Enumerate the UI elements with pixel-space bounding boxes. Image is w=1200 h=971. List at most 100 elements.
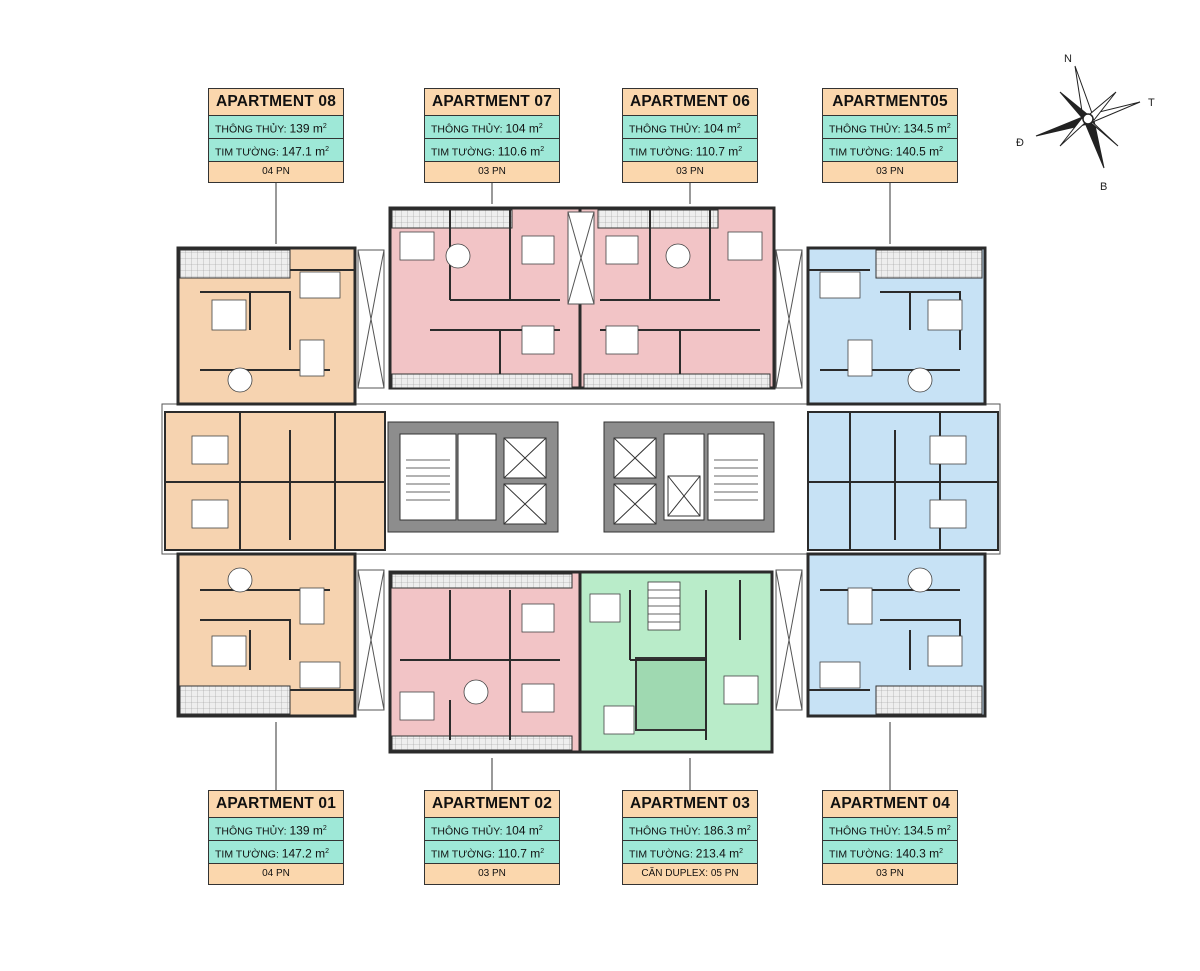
unit-sup: 2 bbox=[739, 848, 744, 855]
wall-area-row: TIM TƯỜNG: 147.1 m2 bbox=[209, 139, 343, 162]
compass-north-label: N bbox=[1064, 53, 1072, 65]
net-area-row: THÔNG THỦY: 139 m2 bbox=[209, 818, 343, 841]
apartment-title: APARTMENT 08 bbox=[209, 89, 343, 116]
net-area-row: THÔNG THỦY: 139 m2 bbox=[209, 116, 343, 139]
net-area-value: 186.3 m bbox=[703, 823, 747, 838]
wall-area-label: TIM TƯỜNG: bbox=[215, 848, 279, 861]
wall-area-value: 110.7 m bbox=[695, 144, 739, 159]
apartment-06-card[interactable]: APARTMENT 06 THÔNG THỦY: 104 m2 TIM TƯỜN… bbox=[622, 88, 758, 183]
wall-area-label: TIM TƯỜNG: bbox=[629, 848, 693, 861]
unit-sup: 2 bbox=[736, 123, 741, 130]
unit-sup: 2 bbox=[946, 123, 951, 130]
bedroom-count: 04 PN bbox=[209, 864, 343, 884]
net-area-label: THÔNG THỦY: bbox=[629, 825, 701, 838]
unit-sup: 2 bbox=[939, 848, 944, 855]
bedroom-count: 04 PN bbox=[209, 162, 343, 182]
apartment-title: APARTMENT05 bbox=[823, 89, 957, 116]
wall-area-label: TIM TƯỜNG: bbox=[431, 848, 495, 861]
unit-sup: 2 bbox=[322, 123, 327, 130]
light-wells bbox=[357, 211, 803, 711]
unit-sup: 2 bbox=[325, 848, 330, 855]
bedroom-count: 03 PN bbox=[425, 162, 559, 182]
wall-area-row: TIM TƯỜNG: 110.6 m2 bbox=[425, 139, 559, 162]
net-area-label: THÔNG THỦY: bbox=[829, 825, 901, 838]
wall-area-row: TIM TƯỜNG: 110.7 m2 bbox=[425, 841, 559, 864]
wall-area-row: TIM TƯỜNG: 147.2 m2 bbox=[209, 841, 343, 864]
bedroom-count: CĂN DUPLEX: 05 PN bbox=[623, 864, 757, 884]
apartment-03-card[interactable]: APARTMENT 03 THÔNG THỦY: 186.3 m2 TIM TƯ… bbox=[622, 790, 758, 885]
apartment-title: APARTMENT 07 bbox=[425, 89, 559, 116]
wall-area-label: TIM TƯỜNG: bbox=[215, 146, 279, 159]
net-area-row: THÔNG THỦY: 104 m2 bbox=[623, 116, 757, 139]
unit-sup: 2 bbox=[946, 825, 951, 832]
net-area-value: 139 m bbox=[289, 823, 323, 838]
apartment-05-card[interactable]: APARTMENT05 THÔNG THỦY: 134.5 m2 TIM TƯỜ… bbox=[822, 88, 958, 183]
wall-area-row: TIM TƯỜNG: 140.3 m2 bbox=[823, 841, 957, 864]
net-area-label: THÔNG THỦY: bbox=[629, 123, 701, 136]
net-area-label: THÔNG THỦY: bbox=[215, 825, 287, 838]
unit-sup: 2 bbox=[540, 848, 545, 855]
apartment-title: APARTMENT 01 bbox=[209, 791, 343, 818]
net-area-label: THÔNG THỦY: bbox=[829, 123, 901, 136]
duplex-stair bbox=[647, 581, 681, 631]
wall-area-row: TIM TƯỜNG: 110.7 m2 bbox=[623, 139, 757, 162]
furniture bbox=[191, 231, 967, 735]
bedroom-count: 03 PN bbox=[823, 864, 957, 884]
wall-area-value: 140.3 m bbox=[895, 846, 940, 861]
net-area-value: 134.5 m bbox=[903, 823, 947, 838]
wall-area-value: 110.7 m bbox=[497, 846, 541, 861]
net-area-value: 104 m bbox=[505, 823, 539, 838]
unit-sup: 2 bbox=[939, 146, 944, 153]
unit-sup: 2 bbox=[325, 146, 330, 153]
apartment-08-card[interactable]: APARTMENT 08 THÔNG THỦY: 139 m2 TIM TƯỜN… bbox=[208, 88, 344, 183]
compass-icon bbox=[1035, 65, 1141, 169]
apartment-07-card[interactable]: APARTMENT 07 THÔNG THỦY: 104 m2 TIM TƯỜN… bbox=[424, 88, 560, 183]
net-area-row: THÔNG THỦY: 134.5 m2 bbox=[823, 818, 957, 841]
unit-sup: 2 bbox=[538, 825, 543, 832]
apartment-title: APARTMENT 02 bbox=[425, 791, 559, 818]
wall-area-value: 140.5 m bbox=[895, 144, 940, 159]
apartment-title: APARTMENT 06 bbox=[623, 89, 757, 116]
bedroom-count: 03 PN bbox=[425, 864, 559, 884]
wall-area-label: TIM TƯỜNG: bbox=[431, 146, 495, 159]
wall-area-value: 147.2 m bbox=[281, 846, 326, 861]
apartment-01-card[interactable]: APARTMENT 01 THÔNG THỦY: 139 m2 TIM TƯỜN… bbox=[208, 790, 344, 885]
compass-south-label: B bbox=[1100, 181, 1107, 193]
wall-area-label: TIM TƯỜNG: bbox=[629, 146, 693, 159]
bedroom-count: 03 PN bbox=[823, 162, 957, 182]
net-area-value: 104 m bbox=[703, 121, 737, 136]
wet-areas bbox=[179, 209, 983, 751]
wall-area-row: TIM TƯỜNG: 140.5 m2 bbox=[823, 139, 957, 162]
net-area-value: 139 m bbox=[289, 121, 323, 136]
net-area-row: THÔNG THỦY: 186.3 m2 bbox=[623, 818, 757, 841]
unit-sup: 2 bbox=[322, 825, 327, 832]
net-area-value: 134.5 m bbox=[903, 121, 947, 136]
net-area-value: 104 m bbox=[505, 121, 539, 136]
wall-area-value: 213.4 m bbox=[695, 846, 740, 861]
compass-east-label: Đ bbox=[1016, 137, 1024, 149]
apartment-04-card[interactable]: APARTMENT 04 THÔNG THỦY: 134.5 m2 TIM TƯ… bbox=[822, 790, 958, 885]
apartment-02-area bbox=[388, 570, 582, 754]
net-area-label: THÔNG THỦY: bbox=[431, 825, 503, 838]
core-right bbox=[603, 421, 775, 533]
unit-sup: 2 bbox=[746, 825, 751, 832]
apartment-title: APARTMENT 03 bbox=[623, 791, 757, 818]
wall-area-value: 147.1 m bbox=[281, 144, 326, 159]
net-area-row: THÔNG THỦY: 104 m2 bbox=[425, 818, 559, 841]
unit-sup: 2 bbox=[738, 146, 743, 153]
unit-sup: 2 bbox=[540, 146, 545, 153]
bedroom-count: 03 PN bbox=[623, 162, 757, 182]
wall-area-row: TIM TƯỜNG: 213.4 m2 bbox=[623, 841, 757, 864]
wall-area-label: TIM TƯỜNG: bbox=[829, 146, 893, 159]
unit-sup: 2 bbox=[538, 123, 543, 130]
wall-area-label: TIM TƯỜNG: bbox=[829, 848, 893, 861]
compass-west-label: T bbox=[1148, 97, 1155, 109]
apartment-title: APARTMENT 04 bbox=[823, 791, 957, 818]
net-area-row: THÔNG THỦY: 134.5 m2 bbox=[823, 116, 957, 139]
net-area-label: THÔNG THỦY: bbox=[215, 123, 287, 136]
net-area-row: THÔNG THỦY: 104 m2 bbox=[425, 116, 559, 139]
wall-area-value: 110.6 m bbox=[497, 144, 541, 159]
net-area-label: THÔNG THỦY: bbox=[431, 123, 503, 136]
apartment-02-card[interactable]: APARTMENT 02 THÔNG THỦY: 104 m2 TIM TƯỜN… bbox=[424, 790, 560, 885]
